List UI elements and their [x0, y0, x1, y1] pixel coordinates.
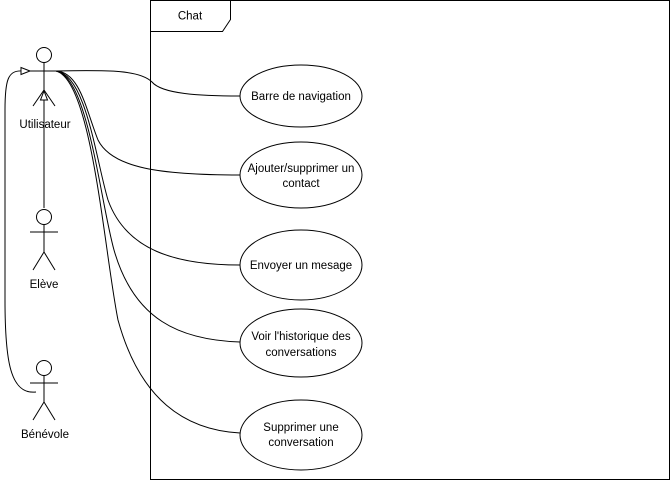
use-case-label-line1: Voir l'historique des	[251, 331, 351, 343]
use-case-label: Envoyer un mesage	[250, 260, 352, 272]
actor-benevole[interactable]	[30, 360, 58, 421]
actor-right-leg	[43, 251, 56, 271]
generalization-line-benevole	[4, 70, 37, 393]
actor-label-utilisateur: Utilisateur	[19, 119, 70, 131]
generalization-arrowhead-eleve	[39, 89, 49, 101]
use-case-ellipse	[239, 141, 363, 209]
use-case-label-line1: Ajouter/supprimer un	[248, 163, 355, 175]
actor-utilisateur[interactable]	[30, 47, 58, 107]
use-case-ellipse	[239, 229, 363, 301]
use-case-ellipse	[239, 64, 363, 128]
association-historique	[55, 70, 241, 343]
association-supprimer	[55, 70, 241, 434]
use-case-ellipse	[239, 308, 363, 378]
use-case-contact[interactable]: Ajouter/supprimer un contact	[239, 141, 363, 209]
actor-head	[36, 47, 52, 63]
associations	[55, 70, 241, 434]
association-message	[55, 70, 241, 266]
system-boundary: Chat	[150, 0, 670, 480]
use-case-label-line2: contact	[282, 178, 320, 190]
use-case-ellipse	[239, 399, 363, 471]
use-case-message[interactable]: Envoyer un mesage	[239, 229, 363, 301]
actor-label-eleve: Elève	[30, 279, 59, 291]
system-title-tab	[150, 0, 231, 32]
actor-label-benevole: Bénévole	[21, 429, 69, 441]
generalization-arrowhead-benevole	[20, 66, 32, 76]
actor-head	[36, 360, 52, 376]
use-case-supprimer[interactable]: Supprimer une conversation	[239, 399, 363, 471]
use-case-navigation[interactable]: Barre de navigation	[239, 64, 363, 128]
generalization-benevole	[4, 66, 37, 393]
actor-right-leg	[43, 89, 56, 107]
association-navigation	[55, 70, 241, 97]
actor-left-leg	[32, 89, 45, 107]
use-case-historique[interactable]: Voir l'historique des conversations	[239, 308, 363, 378]
actor-right-leg	[43, 401, 56, 421]
actor-left-leg	[32, 251, 45, 271]
system-frame	[150, 0, 670, 480]
actor-left-leg	[32, 401, 45, 421]
use-case-label-line1: Supprimer une	[263, 422, 338, 434]
system-title: Chat	[178, 11, 203, 23]
use-case-label: Barre de navigation	[251, 91, 351, 103]
use-case-label-line2: conversation	[268, 437, 333, 449]
actor-head	[36, 209, 52, 225]
use-case-label-line2: conversations	[266, 347, 337, 359]
generalization-eleve	[39, 89, 49, 208]
association-contact	[55, 70, 241, 176]
actor-eleve[interactable]	[30, 209, 58, 271]
